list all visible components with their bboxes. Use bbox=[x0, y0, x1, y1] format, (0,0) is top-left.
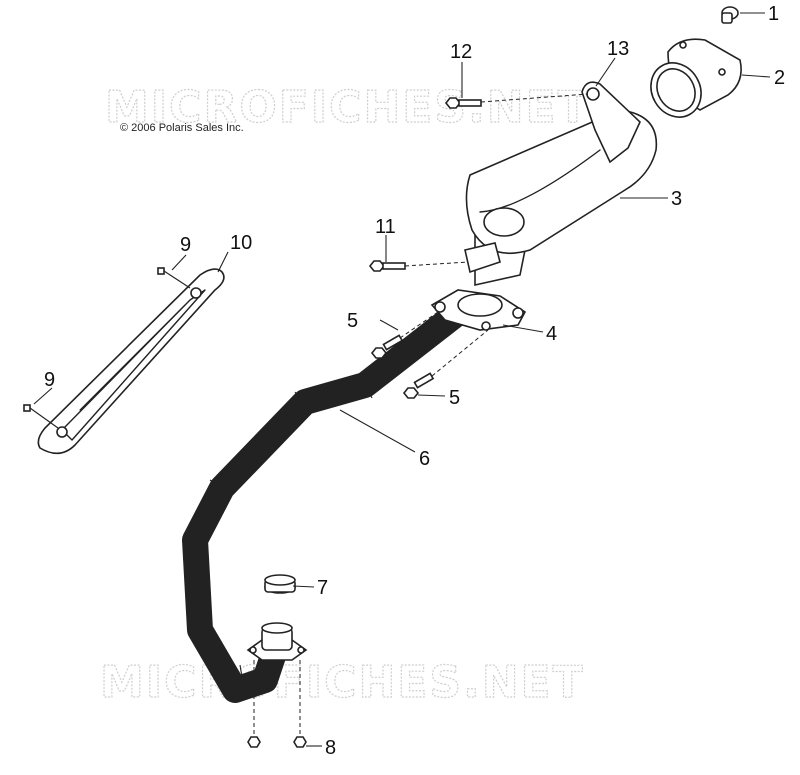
muffler bbox=[464, 81, 658, 286]
clamp-bolt-lower bbox=[402, 329, 489, 399]
callout-1: 1 bbox=[768, 3, 779, 25]
callout-9-lower: 9 bbox=[44, 369, 55, 391]
callout-6: 6 bbox=[419, 448, 430, 470]
bracket-bolt bbox=[368, 260, 469, 272]
callout-2: 2 bbox=[774, 67, 785, 89]
copyright-text: © 2006 Polaris Sales Inc. bbox=[120, 122, 244, 134]
head-pipe-flange bbox=[246, 622, 308, 661]
callout-5-lower: 5 bbox=[449, 387, 460, 409]
watermark-top: MICROFICHES.NET bbox=[105, 82, 590, 133]
watermark-bottom: MICROFICHES.NET bbox=[100, 657, 585, 708]
callout-3: 3 bbox=[671, 188, 682, 210]
callout-11: 11 bbox=[375, 216, 396, 238]
callout-7: 7 bbox=[317, 577, 328, 599]
muffler-mount-bolt bbox=[444, 93, 589, 109]
callout-13: 13 bbox=[607, 38, 629, 60]
end-cap-screw bbox=[721, 6, 739, 24]
callout-12: 12 bbox=[450, 41, 472, 63]
callout-5-upper: 5 bbox=[347, 310, 358, 332]
heat-shield-bolt-lower bbox=[23, 404, 59, 429]
callout-8: 8 bbox=[325, 737, 336, 759]
head-pipe bbox=[182, 302, 468, 703]
flange-nut-right bbox=[293, 660, 307, 748]
clamp-bolt-upper bbox=[370, 311, 439, 359]
callout-9-upper: 9 bbox=[180, 234, 191, 256]
callout-4: 4 bbox=[546, 323, 557, 345]
exhaust-clamp bbox=[430, 289, 527, 331]
flange-nut-left bbox=[247, 660, 261, 748]
exhaust-gasket bbox=[264, 574, 296, 594]
callout-10: 10 bbox=[230, 232, 252, 254]
heat-shield bbox=[37, 268, 225, 455]
heat-shield-bolt-upper bbox=[157, 267, 191, 289]
spark-arrestor bbox=[650, 38, 742, 118]
